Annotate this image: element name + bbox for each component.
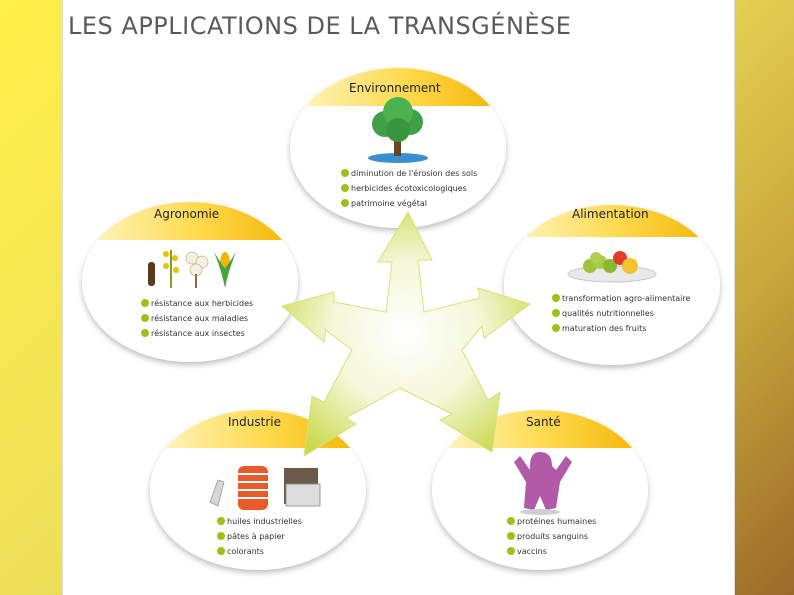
list-item: résistance aux insectes: [141, 326, 253, 341]
list-alimentation: transformation agro-alimentaire qualités…: [552, 291, 690, 336]
list-item: vaccins: [507, 544, 596, 559]
list-item: patrimoine végétal: [341, 196, 477, 211]
label-sante: Santé: [526, 415, 561, 429]
page-title: LES APPLICATIONS DE LA TRANSGÉNÈSE: [68, 12, 572, 40]
figure-icon: [514, 452, 572, 515]
list-item: herbicides écotoxicologiques: [341, 181, 477, 196]
industrial-products-icon: [209, 466, 321, 510]
node-alimentation: [504, 205, 720, 365]
list-item: diminution de l'érosion des sols: [341, 166, 477, 181]
list-item: protéines humaines: [507, 514, 596, 529]
list-industrie: huiles industrielles pâtes à papier colo…: [217, 514, 302, 559]
label-environnement: Environnement: [349, 81, 441, 95]
list-item: huiles industrielles: [217, 514, 302, 529]
list-item: transformation agro-alimentaire: [552, 291, 690, 306]
list-sante: protéines humaines produits sanguins vac…: [507, 514, 596, 559]
fruit-bowl-icon: [567, 251, 657, 283]
list-item: maturation des fruits: [552, 321, 690, 336]
list-item: qualités nutritionnelles: [552, 306, 690, 321]
central-star-arrows: [280, 210, 532, 457]
label-alimentation: Alimentation: [572, 207, 649, 221]
list-item: résistance aux maladies: [141, 311, 253, 326]
list-item: produits sanguins: [507, 529, 596, 544]
list-environnement: diminution de l'érosion des sols herbici…: [341, 166, 477, 211]
list-item: colorants: [217, 544, 302, 559]
list-item: résistance aux herbicides: [141, 296, 253, 311]
label-agronomie: Agronomie: [154, 207, 220, 221]
crops-icon: [148, 250, 236, 288]
list-item: pâtes à papier: [217, 529, 302, 544]
list-agronomie: résistance aux herbicides résistance aux…: [141, 296, 253, 341]
tree-icon: [368, 97, 428, 163]
label-industrie: Industrie: [228, 415, 281, 429]
